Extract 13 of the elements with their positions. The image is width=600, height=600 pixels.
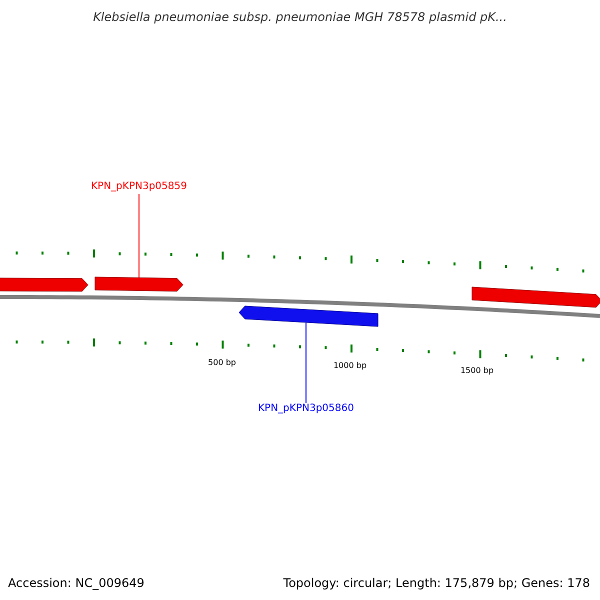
gene-arrow [0,278,88,292]
accession-text: Accession: NC_009649 [8,576,144,590]
gene-label: KPN_pKPN3p05860 [258,403,354,414]
gene-arrow [472,286,600,308]
gene-arrow [238,306,378,327]
map-title: Klebsiella pneumoniae subsp. pneumoniae MGH 78578 plasmid pK... [92,10,508,24]
scale-label: 1000 bp [333,361,367,370]
gene-arrow [94,276,184,292]
scale-label: 1500 bp [460,366,494,375]
topology-text: Topology: circular; Length: 175,879 bp; Genes: 178 [283,576,590,590]
scale-label: 500 bp [208,358,236,367]
gene-label: KPN_pKPN3p05859 [91,181,187,192]
leader-line [138,194,140,278]
